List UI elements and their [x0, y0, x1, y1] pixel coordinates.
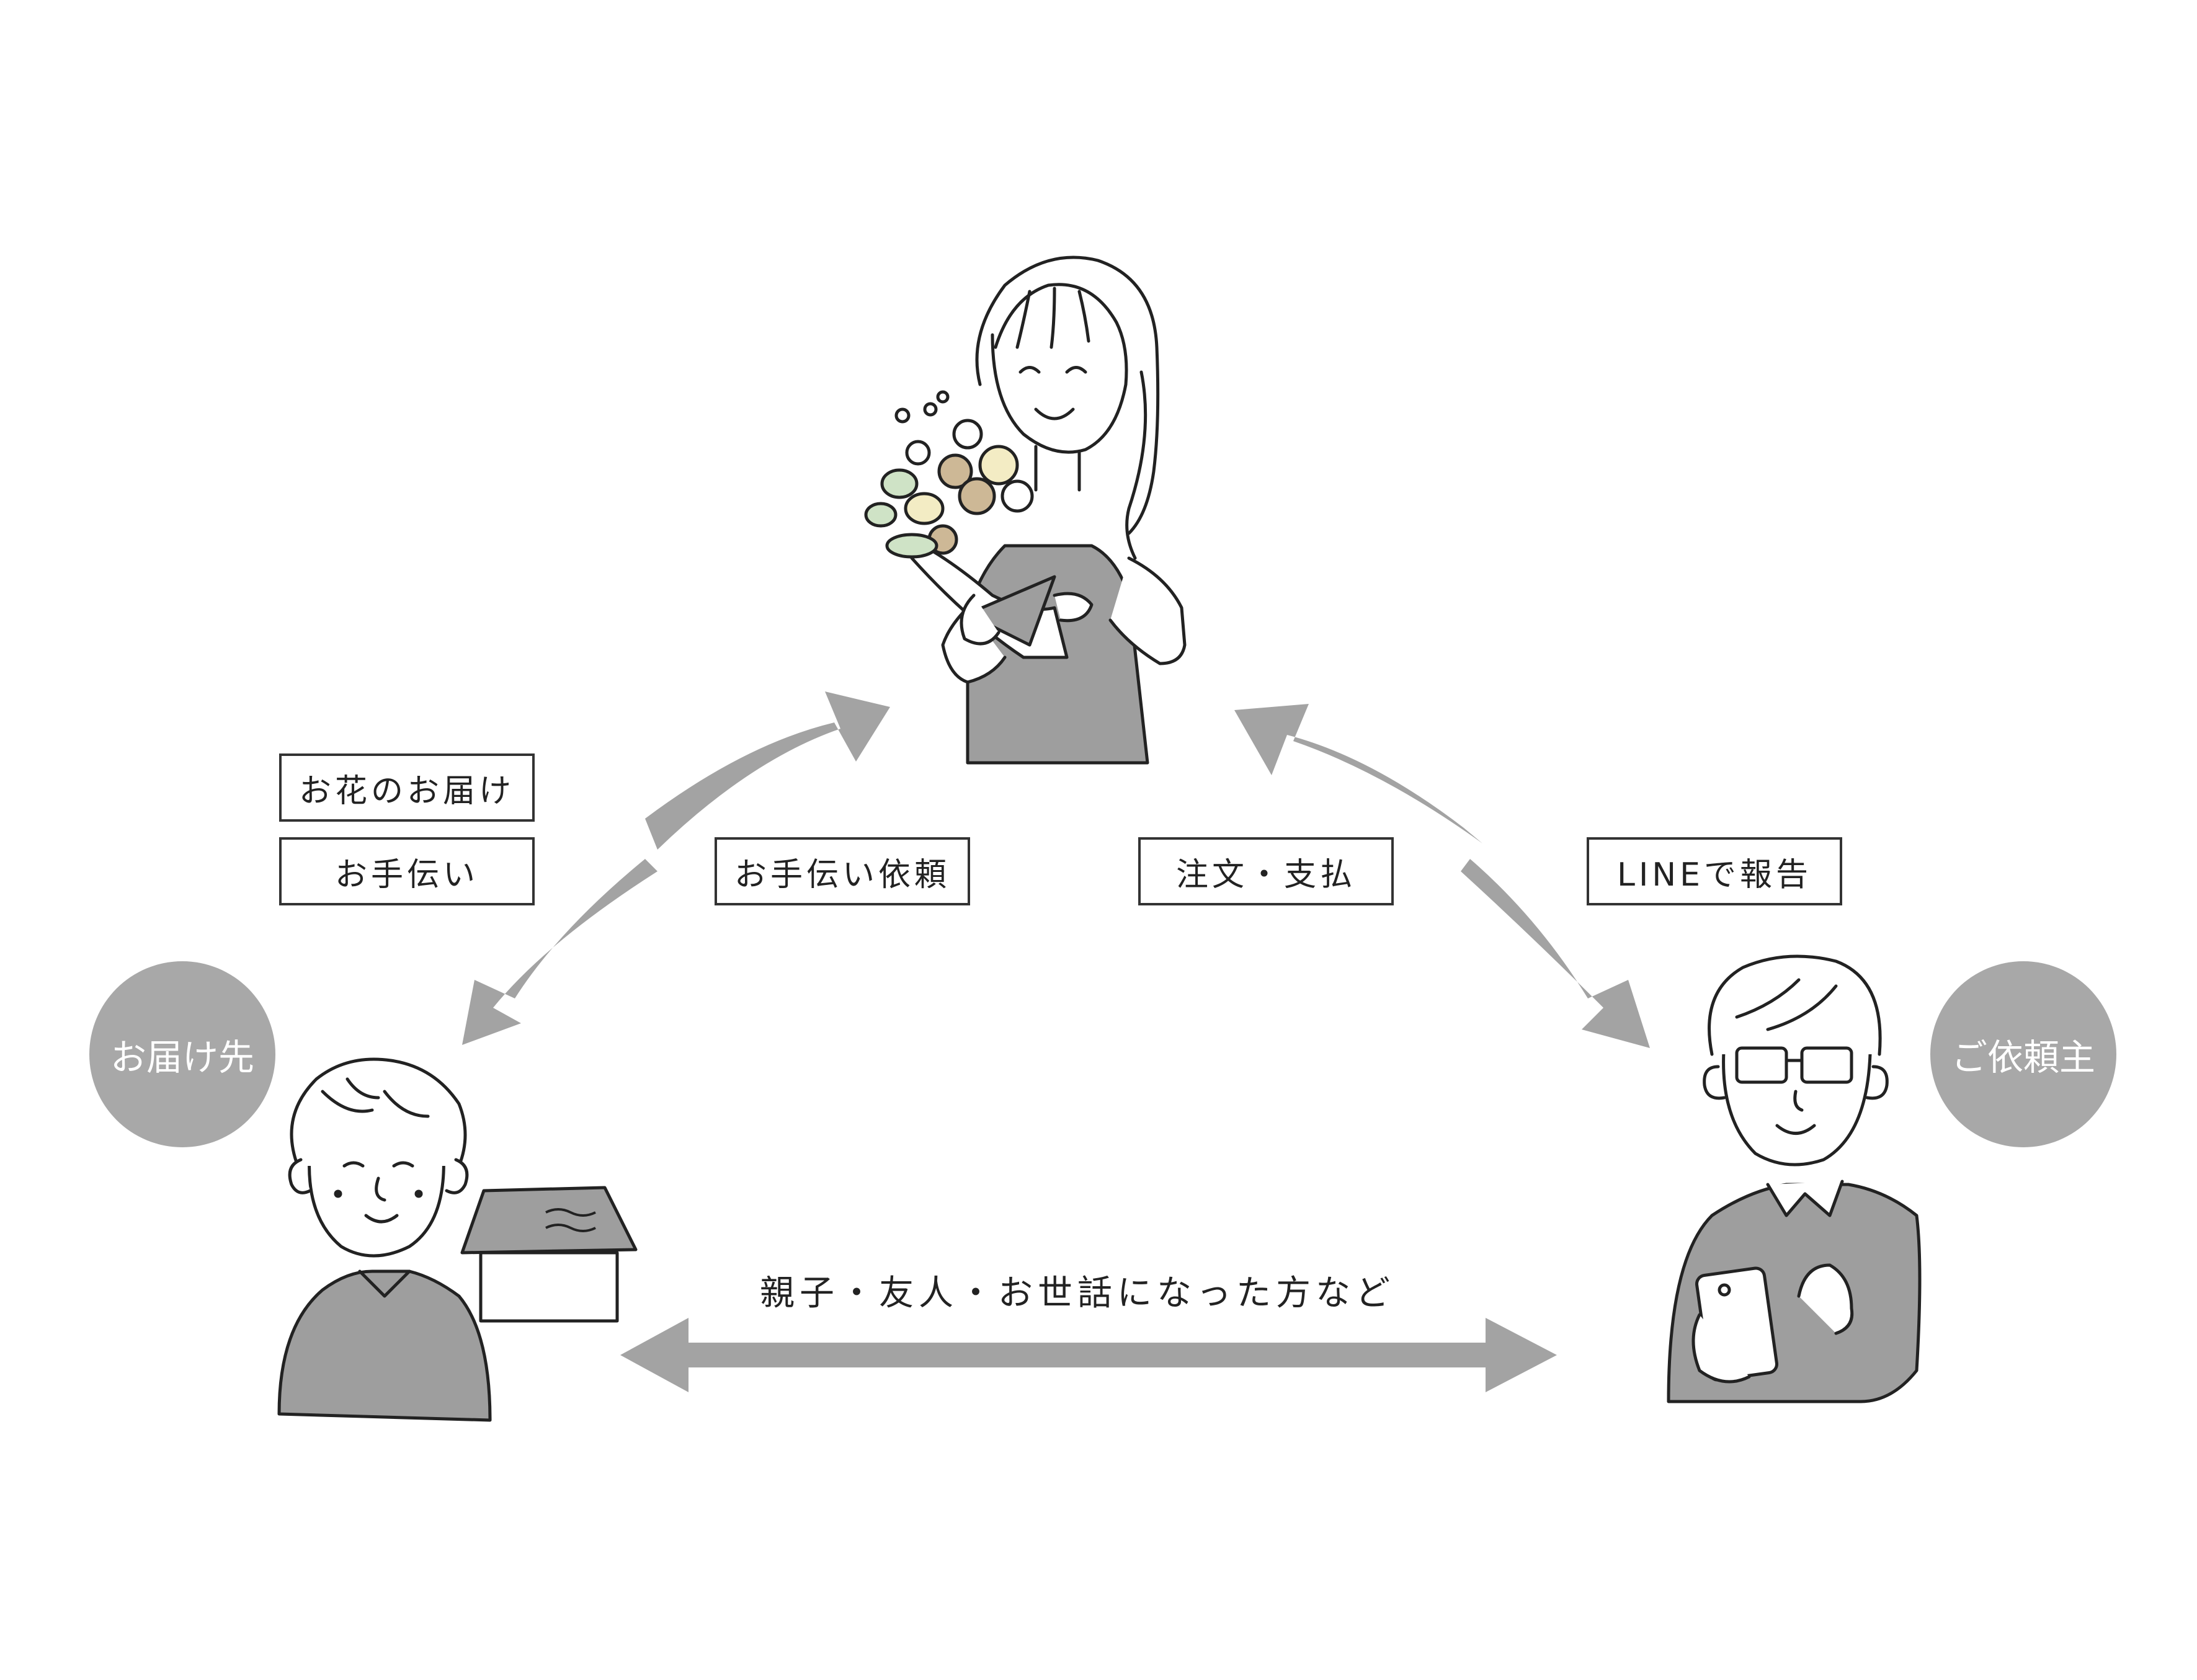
label-flower-delivery-text: お花のお届け — [298, 772, 515, 810]
florist-with-bouquet-icon — [864, 256, 1187, 765]
arrow-florist-recipient-lower — [462, 859, 657, 1045]
arrow-recipient-requester — [620, 1318, 1557, 1392]
role-circle-recipient: お届け先 — [89, 961, 275, 1147]
label-flower-delivery: お花のお届け — [279, 753, 535, 822]
label-help: お手伝い — [279, 837, 535, 905]
label-order-payment: 注文・支払 — [1138, 837, 1394, 905]
arrow-florist-requester-lower — [1461, 859, 1650, 1048]
role-recipient-label: お届け先 — [110, 1036, 254, 1078]
label-line-report-text: LINEで報告 — [1616, 856, 1812, 894]
label-help-text: お手伝い — [334, 856, 479, 894]
arrows — [462, 691, 1650, 1392]
label-help-request: お手伝い依頼 — [715, 837, 970, 905]
man-with-smartphone-icon — [1667, 954, 1922, 1403]
relation-text: 親子・友人・お世話になった方など — [760, 1273, 1395, 1313]
arrow-florist-recipient-upper — [645, 691, 890, 850]
elderly-woman-icon — [277, 1057, 492, 1422]
role-circle-requester: ご依頼主 — [1930, 961, 2116, 1147]
label-line-report: LINEで報告 — [1587, 837, 1842, 905]
arrow-florist-requester-upper — [1234, 704, 1482, 843]
house-icon — [460, 1186, 638, 1323]
label-order-payment-text: 注文・支払 — [1175, 856, 1356, 894]
role-requester-label: ご依頼主 — [1951, 1036, 2095, 1078]
label-help-request-text: お手伝い依頼 — [734, 856, 950, 894]
